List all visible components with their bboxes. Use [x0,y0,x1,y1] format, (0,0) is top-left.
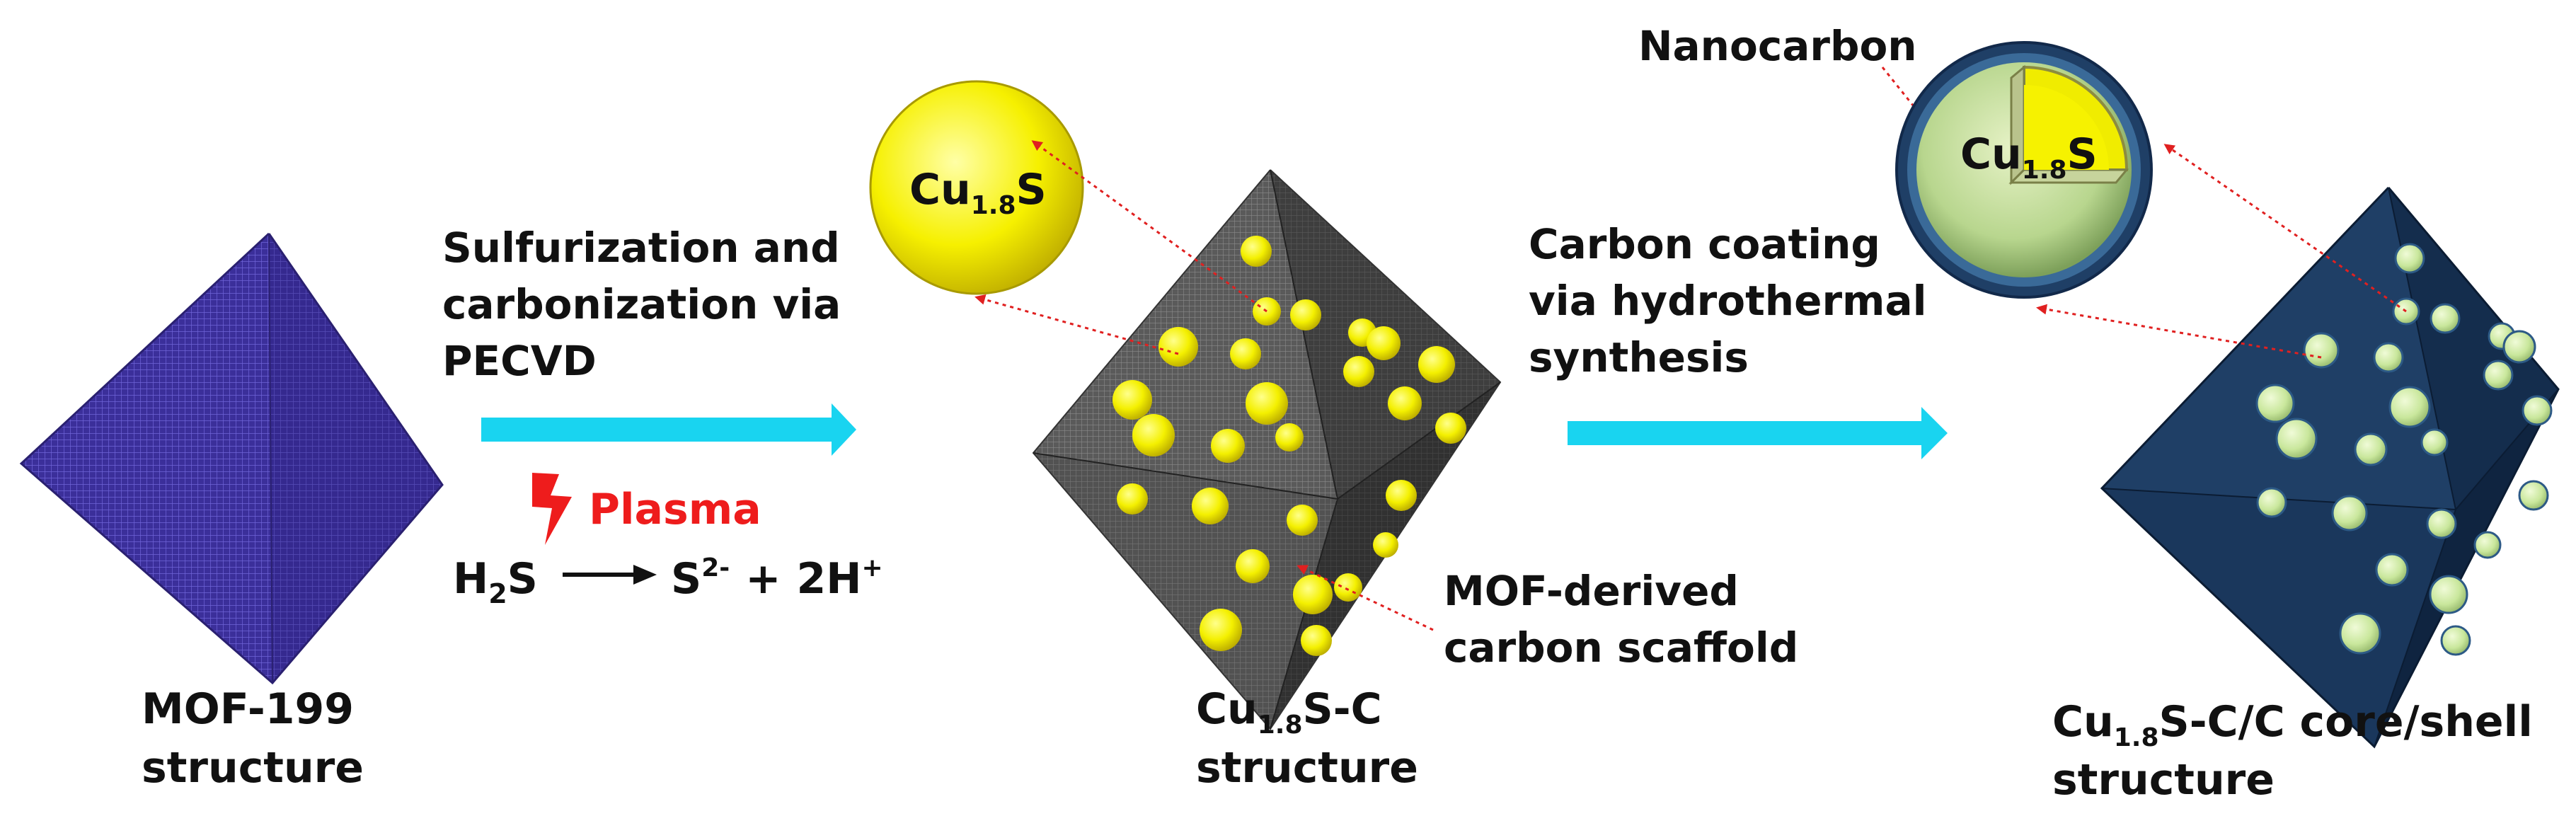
scaffold-label-line2: carbon scaffold [1444,624,1798,672]
reaction-equation: H2S [453,554,538,609]
final-label-line1: Cu1.8S-C/C core/shell [2052,697,2533,752]
cu18s-sphere [869,80,1084,295]
core-shell-octahedron [2100,186,2560,749]
core-leader-line-upper [2163,144,2407,313]
mof-label-line1: MOF-199 [142,684,354,734]
reaction-products: S2-+2H+ [671,553,883,604]
core-leader-line-lower [2036,304,2322,359]
cu18s-c-octahedron [1032,169,1502,730]
sphere2-label: Cu1.8S [1960,130,2098,185]
step1-label-line3: PECVD [442,337,597,385]
leader-line-upper [1031,140,1267,313]
core-shell-sphere [1895,41,2153,299]
mof-199-octahedron [19,232,444,685]
cu18s-particles [1112,236,1466,656]
lightning-bolt-icon [532,473,572,545]
mid-label-line1: Cu1.8S-C [1196,684,1382,740]
sphere1-label: Cu1.8S [909,165,1047,220]
leader-line-lower [974,294,1179,355]
step2-label-line3: synthesis [1529,333,1749,381]
scaffold-leader-line [1296,565,1434,631]
step1-label-line1: Sulfurization and [442,224,840,272]
final-label-line2: structure [2052,755,2275,805]
step1-arrow [481,403,856,456]
step2-arrow [1568,407,1948,459]
step2-label-line2: via hydrothermal [1529,277,1927,325]
step1-label-line2: carbonization via [442,280,841,328]
mid-label-line2: structure [1196,743,1418,793]
reaction-arrow [563,565,657,585]
scaffold-label-line1: MOF-derived [1444,567,1739,615]
core-shell-particles [2255,243,2553,656]
mof-label-line2: structure [142,743,364,793]
nanocarbon-label: Nanocarbon [1638,22,1917,70]
plasma-label: Plasma [589,485,761,534]
step2-label-line1: Carbon coating [1529,220,1880,268]
